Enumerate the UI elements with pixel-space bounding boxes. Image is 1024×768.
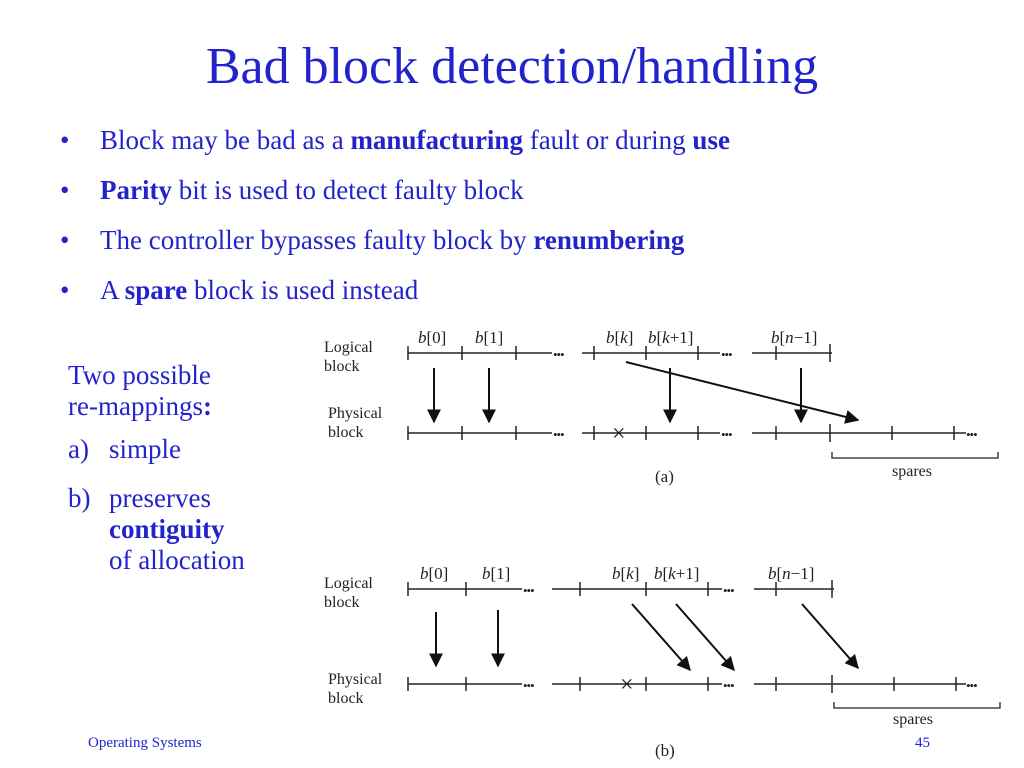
bullet-dot: • <box>60 175 70 205</box>
ellipsis: ••• <box>523 678 534 693</box>
slide-title: Bad block detection/handling <box>205 38 819 95</box>
bullet-item: • The controller bypasses faulty block b… <box>60 222 730 272</box>
ellipsis: ••• <box>553 427 564 442</box>
bad-block-mark: × <box>620 672 634 698</box>
option-label: b) <box>68 483 91 513</box>
ellipsis: ••• <box>723 583 734 598</box>
bullet-list: • Block may be bad as a manufacturing fa… <box>60 122 730 322</box>
intro-line: Two possible <box>68 360 211 390</box>
block-label-bk1: b[k+1] <box>654 564 699 583</box>
caption-b: (b) <box>655 741 675 760</box>
spares-brace <box>833 702 1001 709</box>
bullet-item: • A spare block is used instead <box>60 272 730 322</box>
bullet-dot: • <box>60 125 70 155</box>
footer-course: Operating Systems <box>88 735 202 751</box>
ellipsis: ••• <box>966 427 977 442</box>
row-label: block <box>328 424 364 441</box>
spares-brace <box>831 452 999 459</box>
row-label: block <box>324 358 360 375</box>
option-text-emphasis: contiguity <box>109 514 225 544</box>
slide-number: 45 <box>915 735 930 751</box>
ellipsis: ••• <box>553 347 564 362</box>
option-a: a) simple <box>68 434 245 465</box>
ellipsis: ••• <box>721 427 732 442</box>
bullet-item: • Block may be bad as a manufacturing fa… <box>60 122 730 172</box>
diagram-a: Logical block Physical block b[0] b[1] b… <box>324 328 999 486</box>
spares-label: spares <box>893 711 933 728</box>
bullet-item: • Parity bit is used to detect faulty bl… <box>60 172 730 222</box>
ellipsis: ••• <box>966 678 977 693</box>
ellipsis: ••• <box>723 678 734 693</box>
option-text: simple <box>109 434 181 464</box>
bullet-text: bit is used to detect faulty block <box>171 175 524 205</box>
bullet-text: fault or during <box>522 125 693 155</box>
block-label-b1: b[1] <box>482 564 510 583</box>
bullet-text: Block may be bad as a <box>100 125 351 155</box>
bullet-emphasis: use <box>692 125 730 155</box>
option-text: of allocation <box>109 545 245 575</box>
caption-a: (a) <box>655 467 674 486</box>
mapping-arrows-a <box>427 361 860 424</box>
bullet-text: block is used instead <box>187 275 419 305</box>
physical-line-a <box>407 424 966 442</box>
block-label-b0: b[0] <box>418 328 446 347</box>
intro-text: re-mappings <box>68 391 203 421</box>
row-label: block <box>324 594 360 611</box>
block-label-b1: b[1] <box>475 328 503 347</box>
row-label: Physical <box>328 671 383 688</box>
option-label: a) <box>68 434 89 464</box>
bullet-emphasis: manufacturing <box>350 125 523 155</box>
block-label-bn1: b[n−1] <box>768 564 814 583</box>
intro-colon: : <box>202 391 212 421</box>
intro-line: re-mappings: <box>68 391 245 422</box>
bullet-emphasis: spare <box>124 275 188 305</box>
bullet-text: The controller bypasses faulty block by <box>100 225 534 255</box>
block-label-bk1: b[k+1] <box>648 328 693 347</box>
diagram-b: Logical block Physical block b[0] b[1] b… <box>324 564 1001 760</box>
physical-line-b <box>407 675 966 693</box>
ellipsis: ••• <box>721 347 732 362</box>
ellipsis: ••• <box>523 583 534 598</box>
bullet-text: A <box>100 275 125 305</box>
row-label: Logical <box>324 339 373 356</box>
bullet-dot: • <box>60 275 70 305</box>
bad-block-mark: × <box>612 421 626 447</box>
bullet-emphasis: renumbering <box>533 225 685 255</box>
block-label-bk: b[k] <box>606 328 633 347</box>
logical-line-a <box>407 344 832 362</box>
logical-line-b <box>407 580 834 598</box>
row-label: Logical <box>324 575 373 592</box>
block-label-bk: b[k] <box>612 564 639 583</box>
block-label-b0: b[0] <box>420 564 448 583</box>
bullet-emphasis: Parity <box>100 175 172 205</box>
spares-label: spares <box>892 463 932 480</box>
block-label-bn1: b[n−1] <box>771 328 817 347</box>
remapping-notes: Two possible re-mappings: a) simple b) p… <box>68 360 245 576</box>
bullet-dot: • <box>60 225 70 255</box>
option-text: preserves <box>109 483 211 513</box>
row-label: block <box>328 690 364 707</box>
row-label: Physical <box>328 405 383 422</box>
option-b: b) preserves contiguity of allocation <box>68 483 245 576</box>
mapping-arrows-b <box>429 603 859 672</box>
